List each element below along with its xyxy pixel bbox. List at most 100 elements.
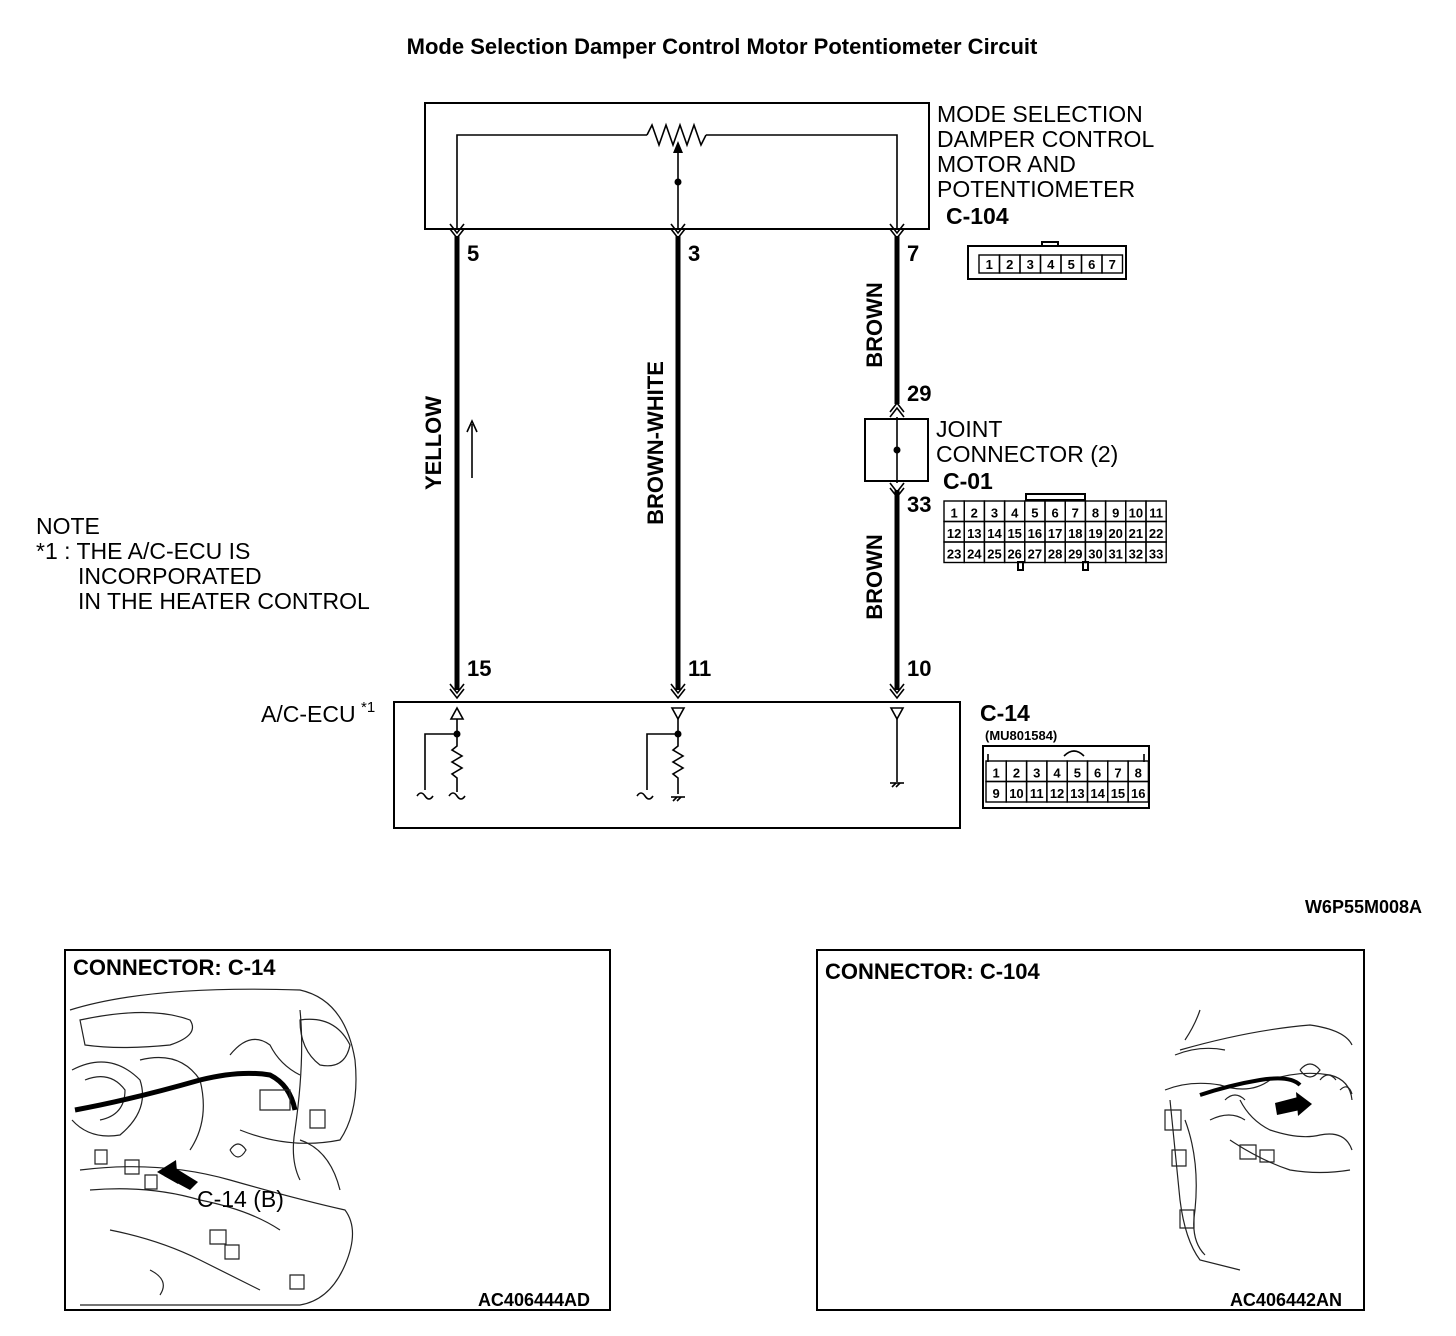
wire-brown-white-label: BROWN-WHITE [643, 361, 668, 525]
note-heading: NOTE [36, 513, 100, 539]
c14-pin-cell [1127, 780, 1150, 803]
c01-pin-label: 13 [967, 526, 981, 541]
c01-pin-label: 19 [1088, 526, 1102, 541]
ecu-name: A/C-ECU [261, 701, 356, 727]
c104-pin-label: 3 [1027, 257, 1034, 272]
c14-pin-label: 9 [993, 786, 1000, 801]
panel-c14-code: AC406444AD [478, 1290, 590, 1310]
c01-pin-label: 24 [967, 547, 982, 562]
joint-name-line-2: CONNECTOR (2) [936, 441, 1118, 467]
c01-pin-label: 15 [1007, 526, 1021, 541]
c14-pin-label: 7 [1114, 766, 1121, 781]
motor-label: MODE SELECTION DAMPER CONTROL MOTOR AND … [937, 101, 1154, 229]
c01-pin-label: 5 [1031, 506, 1038, 521]
c14-pin-label: 8 [1135, 766, 1142, 781]
ecu-box [393, 701, 961, 829]
c01-pin-label: 33 [1149, 547, 1163, 562]
ecu-connector-id: C-14 [980, 700, 1030, 726]
c01-pin-label: 4 [1011, 506, 1019, 521]
note-line-2: INCORPORATED [78, 563, 262, 589]
pin-number-5: 5 [467, 241, 479, 266]
c104-pin-label: 4 [1047, 257, 1055, 272]
wire-yellow-label: YELLOW [421, 396, 446, 490]
motor-name-line-1: MODE SELECTION [937, 101, 1143, 127]
pin-number-11: 11 [688, 656, 711, 681]
panel-c14-title: CONNECTOR: C-14 [73, 955, 276, 980]
c01-pin-label: 22 [1149, 526, 1163, 541]
pin-number-7: 7 [907, 241, 919, 266]
c01-pin-label: 21 [1129, 526, 1143, 541]
c01-pin-label: 30 [1088, 547, 1102, 562]
motor-connector-id: C-104 [946, 203, 1009, 229]
top-terminals [449, 223, 905, 240]
c01-pin-label: 14 [987, 526, 1002, 541]
c01-pin-cell [1145, 541, 1167, 564]
motor-box [424, 102, 930, 230]
c104-pin-label: 7 [1109, 257, 1116, 272]
c01-pin-label: 32 [1129, 547, 1143, 562]
joint-name-line-1: JOINT [936, 416, 1002, 442]
c14-pin-label: 16 [1131, 786, 1145, 801]
pin-number-33: 33 [907, 492, 931, 517]
c01-pin-label: 23 [947, 547, 961, 562]
c104-pin-label: 6 [1088, 257, 1095, 272]
c104-pin-label: 5 [1068, 257, 1075, 272]
motor-name-line-3: MOTOR AND [937, 151, 1076, 177]
pin-number-15: 15 [467, 656, 491, 681]
c14-pin-label: 11 [1030, 786, 1044, 801]
signal-direction-arrow [466, 419, 478, 478]
note-line-1: *1 : THE A/C-ECU IS [36, 538, 250, 564]
wire-brown-lower-label: BROWN [862, 534, 887, 620]
connector-c104-photo-panel: CONNECTOR: C-104 AC406442AN [816, 949, 1365, 1311]
c14-pin-label: 5 [1074, 766, 1081, 781]
c14-pin-label: 14 [1090, 786, 1105, 801]
c14-pin-label: 3 [1033, 766, 1040, 781]
c01-pin-label: 8 [1092, 506, 1099, 521]
panel-c104-code: AC406442AN [1230, 1290, 1342, 1310]
c104-pin-label: 2 [1006, 257, 1013, 272]
c01-pin-label: 12 [947, 526, 961, 541]
c14-pin-label: 10 [1009, 786, 1023, 801]
wiper-arrow [673, 141, 683, 153]
dashboard-illustration-c104 [1164, 1009, 1353, 1271]
motor-name-line-2: DAMPER CONTROL [937, 126, 1154, 152]
joint-connector-id: C-01 [943, 468, 993, 494]
ecu-footnote-mark: *1 [361, 699, 375, 716]
c14-pin-label: 15 [1111, 786, 1125, 801]
pot-left-lead [456, 134, 647, 229]
pin-number-29: 29 [907, 381, 931, 406]
c01-pin-label: 3 [991, 506, 998, 521]
c01-pin-label: 26 [1007, 547, 1021, 562]
note-line-3: IN THE HEATER CONTROL [78, 588, 370, 614]
pin-number-3: 3 [688, 241, 700, 266]
c01-pin-label: 9 [1112, 506, 1119, 521]
motor-potentiometer [424, 102, 930, 230]
c14-pin-label: 1 [993, 766, 1000, 781]
c01-pin-label: 11 [1149, 506, 1163, 521]
c14-pin-label: 12 [1050, 786, 1064, 801]
c01-pin-label: 25 [987, 547, 1001, 562]
panel-c104-title: CONNECTOR: C-104 [825, 959, 1041, 984]
connector-c14-photo-panel: CONNECTOR: C-14 C-14 (B) AC406444AD [64, 949, 611, 1311]
c01-pin-label: 18 [1068, 526, 1082, 541]
c14-pin-label: 13 [1070, 786, 1084, 801]
c01-pin-label: 16 [1028, 526, 1042, 541]
c01-pin-label: 29 [1068, 547, 1082, 562]
c01-pin-label: 20 [1108, 526, 1122, 541]
c01-pin-label: 1 [950, 506, 957, 521]
c01-pin-label: 31 [1108, 547, 1122, 562]
c01-pin-label: 28 [1048, 547, 1062, 562]
wire-brown-upper-label: BROWN [862, 282, 887, 368]
ecu-terminals [449, 683, 905, 700]
c01-pin-label: 10 [1129, 506, 1143, 521]
c01-pin-label: 27 [1028, 547, 1042, 562]
c01-pin-label: 6 [1051, 506, 1058, 521]
c01-pin-label: 2 [971, 506, 978, 521]
joint-connector [864, 401, 929, 499]
c01-pin-label: 7 [1072, 506, 1079, 521]
diagram-title: Mode Selection Damper Control Motor Pote… [407, 34, 1038, 59]
